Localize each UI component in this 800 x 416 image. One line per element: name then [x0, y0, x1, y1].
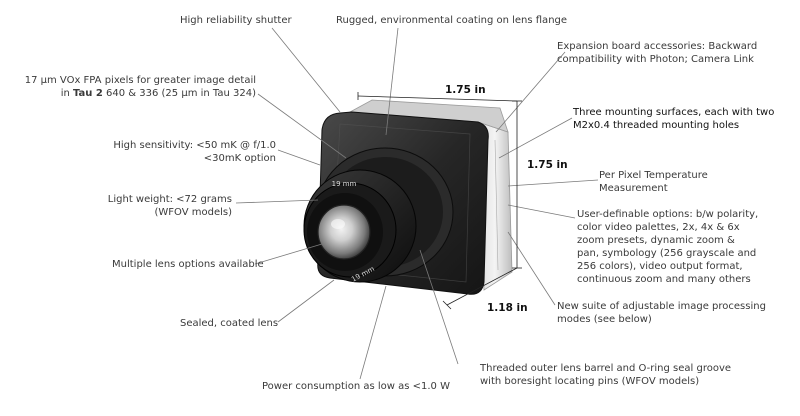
label-per-pixel-line2: Measurement [599, 183, 668, 194]
label-options-line5: 256 colors), video output format, [577, 261, 743, 272]
label-weight: Light weight: <72 grams (WFOV models) [60, 193, 232, 219]
lens-glass [317, 204, 371, 260]
height-dimension-label: 1.75 in [527, 159, 568, 171]
pixels-model-name: Tau 2 [73, 88, 103, 99]
label-coating: Rugged, environmental coating on lens fl… [336, 15, 568, 26]
label-options: User-definable options: b/w polarity, co… [577, 208, 758, 286]
label-mounting: Three mounting surfaces, each with two M… [573, 106, 774, 132]
dimension-lines [357, 92, 522, 310]
label-options-line6: continuous zoom and many others [577, 274, 751, 285]
label-per-pixel-line1: Per Pixel Temperature [599, 170, 708, 181]
label-expansion-line1: Expansion board accessories: Backward [557, 41, 758, 52]
label-pixels-line2: in Tau 2 640 & 336 (25 μm in Tau 324) [16, 87, 256, 100]
label-power: Power consumption as low as <1.0 W [262, 381, 450, 392]
label-mounting-line2: M2x0.4 threaded mounting holes [573, 120, 740, 131]
label-sensitivity-line1: High sensitivity: <50 mK @ f/1.0 [113, 140, 276, 151]
label-options-line3: zoom presets, dynamic zoom & [577, 235, 735, 246]
label-sensitivity-line2: <30mK option [203, 153, 276, 164]
width-dimension-label: 1.75 in [445, 84, 486, 96]
leader-lines [235, 27, 599, 380]
label-sealed-lens: Sealed, coated lens [180, 318, 279, 329]
lens-marking-top: 19 mm [332, 180, 357, 188]
label-suite-line2: modes (see below) [557, 314, 652, 325]
label-barrel-line2: with boresight locating pins (WFOV model… [480, 376, 700, 387]
pixels-prefix: in [60, 88, 73, 99]
label-mounting-line1: Three mounting surfaces, each with two [573, 107, 775, 118]
label-options-line1: User-definable options: b/w polarity, [577, 209, 759, 220]
depth-dimension-label: 1.18 in [487, 302, 528, 314]
label-per-pixel: Per Pixel Temperature Measurement [599, 169, 708, 195]
label-weight-line1: Light weight: <72 grams [107, 194, 232, 205]
label-options-line4: pan, symbology (256 grayscale and [577, 248, 757, 259]
label-suite-line1: New suite of adjustable image processing [557, 301, 766, 312]
label-sensitivity: High sensitivity: <50 mK @ f/1.0 <30mK o… [60, 139, 276, 165]
label-barrel-line1: Threaded outer lens barrel and O-ring se… [480, 363, 732, 374]
label-expansion: Expansion board accessories: Backward co… [557, 40, 757, 66]
label-processing-suite: New suite of adjustable image processing… [557, 300, 766, 326]
pixels-suffix: 640 & 336 (25 μm in Tau 324) [102, 88, 256, 99]
label-fpa-pixels: 17 μm VOx FPA pixels for greater image d… [16, 74, 256, 100]
label-lens-barrel: Threaded outer lens barrel and O-ring se… [480, 362, 731, 388]
label-shutter: High reliability shutter [180, 15, 292, 26]
label-pixels-line1: 17 μm VOx FPA pixels for greater image d… [24, 75, 256, 86]
label-expansion-line2: compatibility with Photon; Camera Link [557, 54, 754, 65]
label-options-line2: color video palettes, 2x, 4x & 6x [577, 222, 740, 233]
label-weight-line2: (WFOV models) [154, 207, 232, 218]
label-lens-options: Multiple lens options available [112, 259, 264, 270]
